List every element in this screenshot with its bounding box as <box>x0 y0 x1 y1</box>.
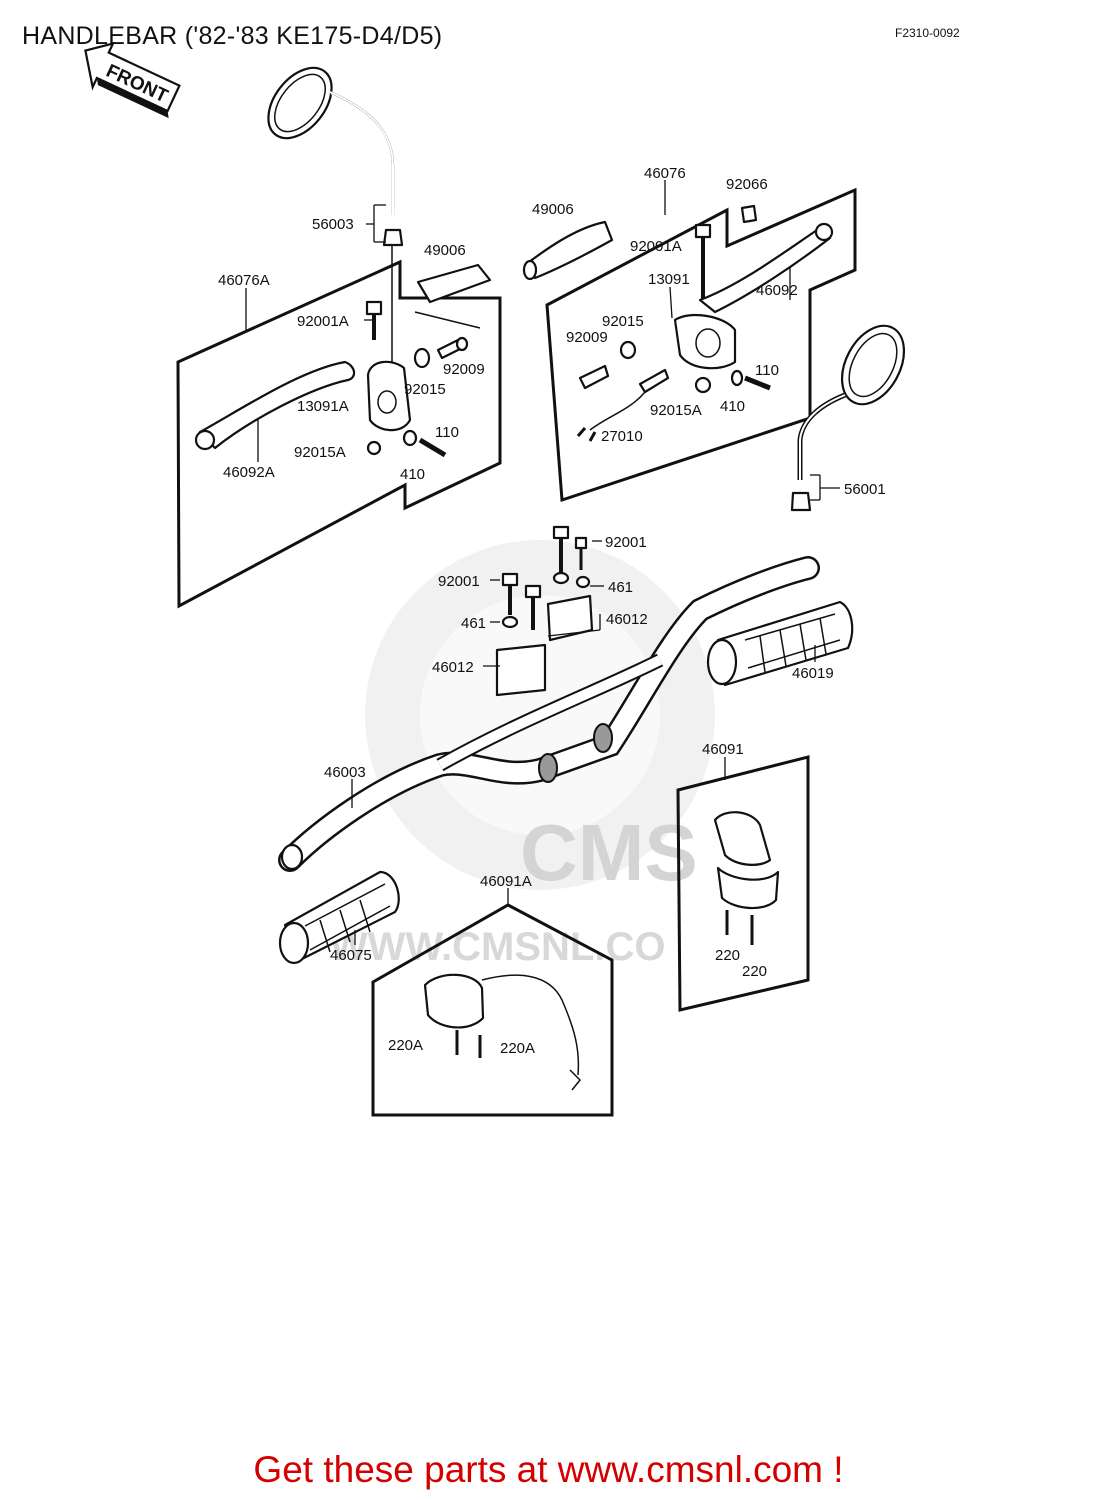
part-label: 92009 <box>566 329 608 346</box>
figure-code: F2310-0092 <box>895 26 960 40</box>
part-label: 92015A <box>650 402 702 419</box>
part-label: 27010 <box>601 428 643 445</box>
part-label: 46092 <box>756 282 798 299</box>
lever-46092A <box>198 360 356 450</box>
part-label: 46076 <box>644 165 686 182</box>
box-46076 <box>545 187 857 503</box>
part-label: 56003 <box>312 216 354 233</box>
parts-diagram: CMS WWW.CMSNL.CO FRONT <box>84 41 906 1117</box>
part-label: 220A <box>388 1037 423 1054</box>
part-label: 49006 <box>532 201 574 218</box>
svg-text:CMS: CMS <box>520 808 698 897</box>
part-label: 92066 <box>726 176 768 193</box>
clamp-hardware <box>495 525 594 697</box>
watermark-url: WWW.CMSNL.CO <box>330 925 666 969</box>
part-label: 13091A <box>297 398 349 415</box>
part-labels: 56003 49006 46076A 92001A 92009 92015 13… <box>218 165 886 1057</box>
footer-promo-link[interactable]: Get these parts at www.cmsnl.com ! <box>253 1449 844 1490</box>
part-label: 410 <box>400 466 425 483</box>
part-label: 46076A <box>218 272 270 289</box>
part-label: 46092A <box>223 464 275 481</box>
part-label: 461 <box>461 615 486 632</box>
part-label: 220 <box>742 963 767 980</box>
part-label: 46012 <box>606 611 648 628</box>
front-arrow-icon: FRONT <box>84 41 181 119</box>
box-46076A <box>176 259 502 609</box>
part-label: 410 <box>720 398 745 415</box>
part-label: 92001 <box>438 573 480 590</box>
part-label: 92015 <box>404 381 446 398</box>
part-label: 92001 <box>605 534 647 551</box>
lever-cover-right <box>522 220 614 281</box>
part-label: 92015 <box>602 313 644 330</box>
housing-46091 <box>713 811 780 945</box>
part-label: 56001 <box>844 481 886 498</box>
part-label: 220A <box>500 1040 535 1057</box>
watermark: CMS WWW.CMSNL.CO <box>330 540 715 969</box>
part-label: 92001A <box>630 238 682 255</box>
box-46091 <box>676 755 810 1012</box>
leader-lines <box>245 180 840 945</box>
part-label: 46091A <box>480 873 532 890</box>
grip-46019 <box>706 600 854 687</box>
part-label: 92015A <box>294 444 346 461</box>
part-label: 461 <box>608 579 633 596</box>
lever-cover-left <box>414 263 492 329</box>
part-label: 49006 <box>424 242 466 259</box>
grip-46075 <box>278 870 400 965</box>
holder-13091 <box>673 313 737 370</box>
part-label: 46075 <box>330 947 372 964</box>
part-label: 220 <box>715 947 740 964</box>
part-label: 46091 <box>702 741 744 758</box>
part-label: 13091 <box>648 271 690 288</box>
handlebar-46003 <box>278 556 820 872</box>
box-46091A <box>371 903 614 1117</box>
page-title: HANDLEBAR ('82-'83 KE175-D4/D5) <box>22 22 443 50</box>
part-label: 92001A <box>297 313 349 330</box>
part-label: 110 <box>435 424 459 441</box>
part-label: 46003 <box>324 764 366 781</box>
part-label: 92009 <box>443 361 485 378</box>
right-mirror <box>790 324 906 512</box>
part-label: 46019 <box>792 665 834 682</box>
part-label: 46012 <box>432 659 474 676</box>
left-mirror <box>267 66 404 247</box>
bolt-92001A-left <box>365 300 383 340</box>
housing-46091A <box>423 973 582 1091</box>
part-label: 110 <box>755 362 779 379</box>
holder-13091A <box>366 360 412 432</box>
